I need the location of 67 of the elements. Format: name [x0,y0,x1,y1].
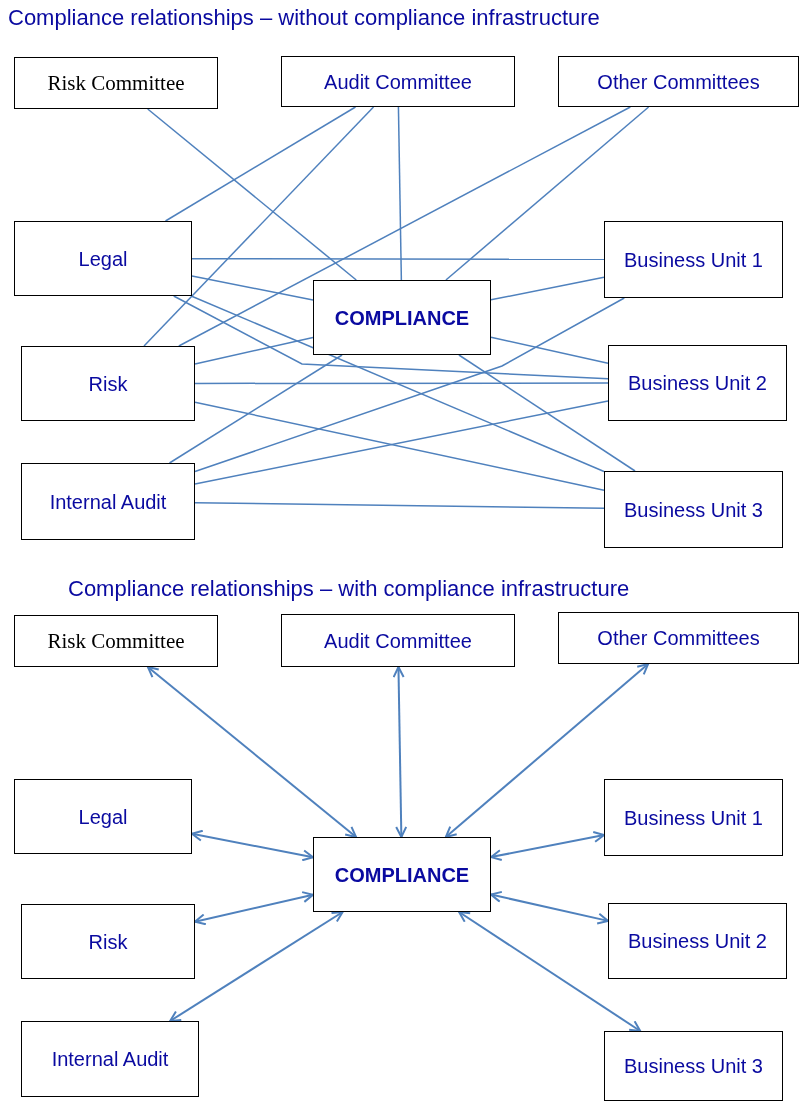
node-label: Legal [78,246,128,271]
connector-line [146,108,357,281]
connector-line [173,295,609,380]
node-box [608,903,787,979]
node-box [313,837,491,912]
node-label: Other Committees [597,626,760,650]
double-arrow [458,911,642,1032]
node-box [558,612,799,664]
node-label: Internal Audit [49,489,167,514]
node-label: Risk [88,929,128,954]
node-box [14,615,218,667]
node-label: Audit Committee [324,69,472,94]
node-box [558,56,799,107]
connector-line [168,354,343,464]
node-label: Other Committees [597,69,760,94]
node-box [14,779,192,854]
node-label: Business Unit 1 [624,247,763,272]
node-label: Risk Committee [47,629,185,653]
connector-line [194,382,609,385]
node-box [604,1031,783,1101]
node-label: Risk [88,371,128,396]
node-box [14,221,192,296]
double-arrow [194,891,314,926]
node-box [313,280,491,355]
node-box [14,57,218,109]
diagram-title: Compliance relationships – without compliance infrastructure [8,4,600,32]
connector-line [397,106,403,281]
connector-line [191,275,314,301]
double-arrow [169,911,344,1022]
connector-line [445,106,650,281]
connector-line [143,106,375,347]
connector-line [490,336,609,364]
double-arrow [191,829,314,862]
connector-line [191,257,605,261]
node-label: Business Unit 2 [628,929,767,953]
node-box [21,346,195,421]
node-label: Business Unit 2 [628,371,767,395]
node-label: Internal Audit [51,1047,169,1071]
connector-line [194,336,314,365]
section-heading: Compliance relationships – with compliance infrastructure [68,575,630,603]
node-label: COMPLIANCE [334,305,470,330]
double-arrow [444,663,650,838]
double-arrow [490,831,605,862]
double-arrow [392,666,408,838]
node-box [604,471,783,548]
connector-line [178,106,632,347]
node-box [281,614,515,667]
node-label: COMPLIANCE [334,862,470,887]
node-label: Risk Committee [47,71,185,95]
node-box [21,1021,199,1097]
connector-line [164,106,357,222]
node-label: Legal [78,804,128,829]
node-label: Business Unit 3 [624,1054,763,1078]
node-label: Business Unit 1 [624,805,763,830]
node-box [21,904,195,979]
node-box [604,779,783,856]
connector-line [194,501,605,510]
node-box [21,463,195,540]
double-arrow [146,666,358,838]
node-label: Audit Committee [324,628,472,653]
node-box [608,345,787,421]
node-label: Business Unit 3 [624,497,763,522]
double-arrow [490,890,609,925]
connector-line [490,276,605,301]
node-box [604,221,783,298]
connector-line [458,354,636,472]
node-box [281,56,515,107]
